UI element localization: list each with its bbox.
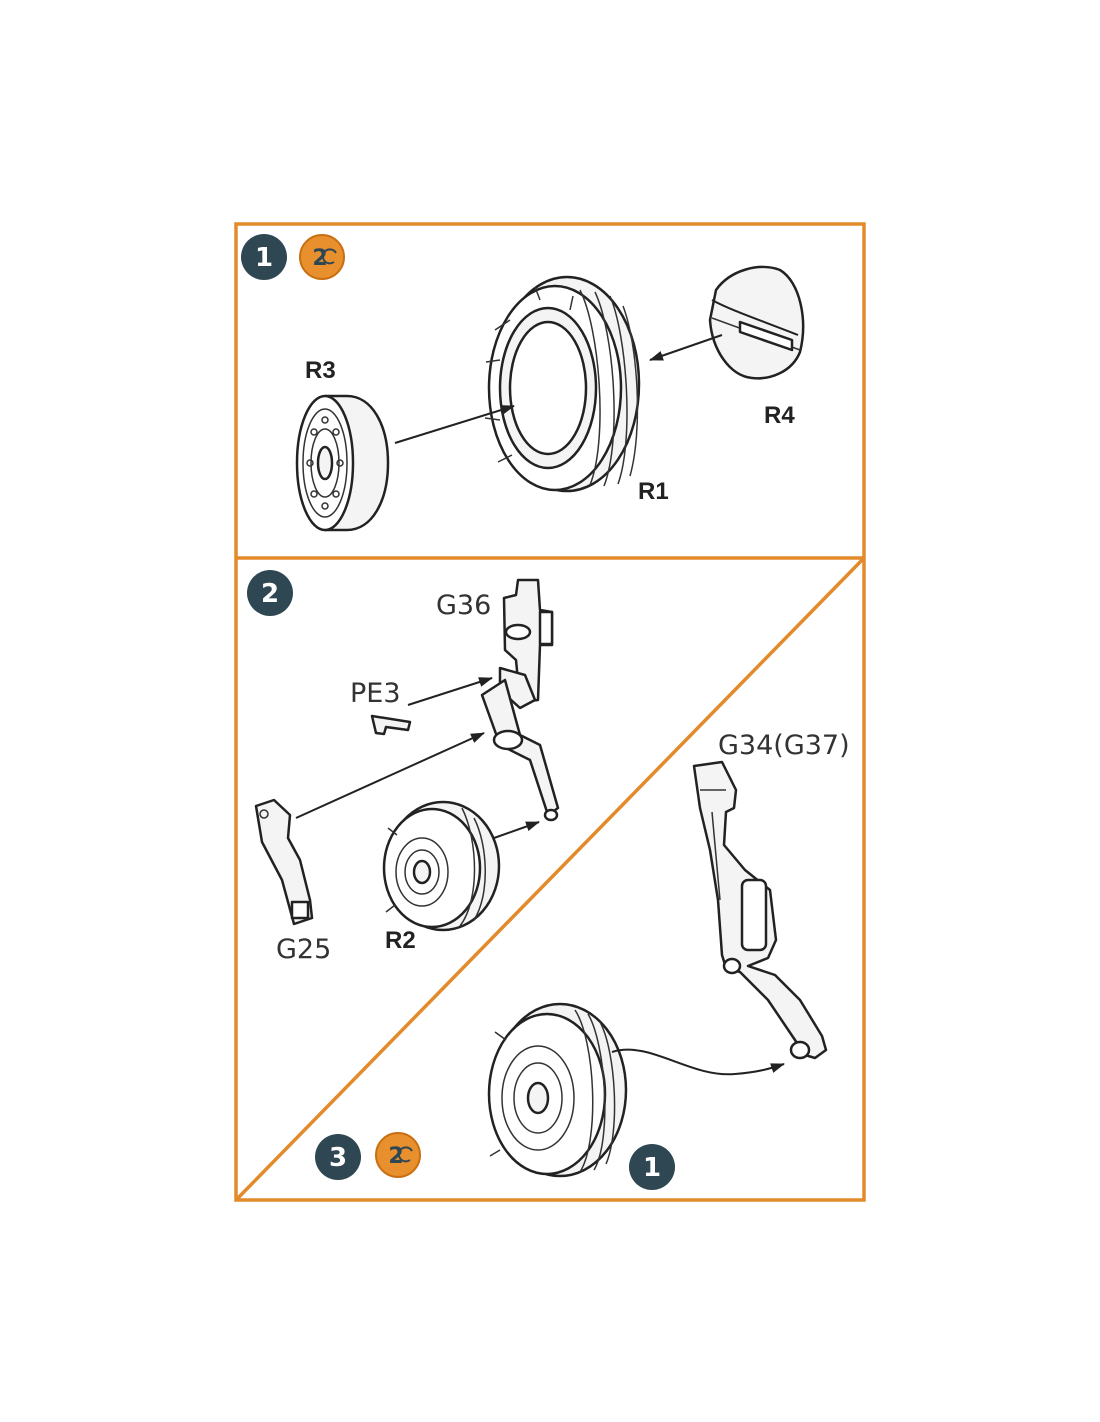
diagonal-divider-line bbox=[234, 556, 866, 1202]
arm-g25-drawing bbox=[254, 798, 314, 926]
tyre-r1-drawing bbox=[484, 275, 641, 493]
label-r2: R2 bbox=[385, 927, 416, 954]
cap-r4-drawing bbox=[708, 265, 805, 380]
label-r1: R1 bbox=[638, 478, 669, 505]
svg-text:1: 1 bbox=[255, 243, 273, 273]
step-2-panel: 2 G36 PE3 G25 bbox=[247, 570, 560, 965]
panel-frame bbox=[234, 222, 866, 1202]
svg-text:1: 1 bbox=[643, 1153, 661, 1183]
label-g36: G36 bbox=[436, 590, 491, 621]
step-3-ref-badge: 2 bbox=[375, 1132, 421, 1178]
arrow-pe3 bbox=[407, 677, 493, 706]
svg-text:2: 2 bbox=[261, 579, 279, 609]
etch-pe3-drawing bbox=[370, 714, 412, 736]
step-1-badge: 1 bbox=[241, 234, 287, 280]
arrow-r4-to-r1 bbox=[649, 334, 723, 361]
step-1-panel: 1 2 R3 bbox=[241, 234, 805, 532]
step-2-badge: 2 bbox=[247, 570, 293, 616]
strut-g36-drawing bbox=[480, 578, 560, 822]
label-g34-g37: G34(G37) bbox=[718, 730, 850, 761]
step-3-badge: 3 bbox=[315, 1134, 361, 1180]
hub-r3-drawing bbox=[295, 394, 390, 532]
wheel-r2-drawing bbox=[382, 800, 501, 932]
step-3-panel: G34(G37) 3 2 1 bbox=[315, 730, 850, 1190]
arrow-wheel-to-leg bbox=[611, 1048, 785, 1076]
assembled-wheel-drawing bbox=[487, 1002, 628, 1178]
label-r4: R4 bbox=[764, 402, 795, 429]
arrow-g25 bbox=[295, 732, 485, 819]
arrow-r3-to-r1 bbox=[394, 405, 515, 444]
wheel-assembly-ref-badge: 1 bbox=[629, 1144, 675, 1190]
label-r3: R3 bbox=[305, 357, 336, 384]
svg-text:3: 3 bbox=[329, 1143, 347, 1173]
arrow-r2 bbox=[493, 821, 540, 839]
label-g25: G25 bbox=[276, 934, 331, 965]
step-1-ref-badge: 2 bbox=[299, 234, 345, 280]
label-pe3: PE3 bbox=[350, 678, 401, 709]
leg-g34-drawing bbox=[692, 760, 828, 1060]
